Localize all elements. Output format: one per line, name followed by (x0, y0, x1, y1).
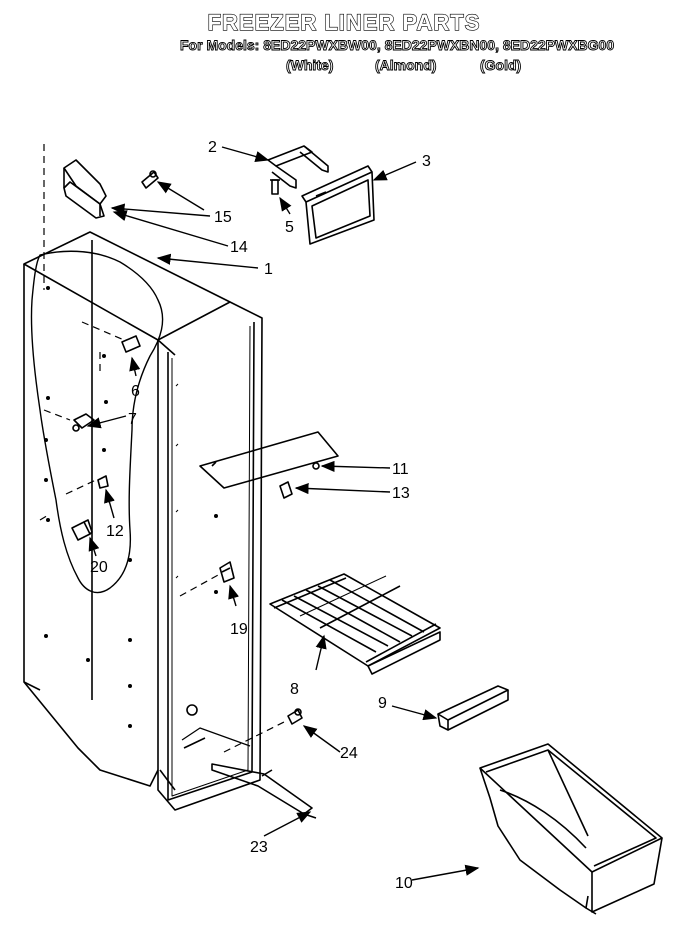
callout-9: 9 (378, 695, 387, 712)
part-20-clip (71, 519, 93, 541)
part-2-bracket (267, 145, 329, 189)
part-24-screw (287, 708, 303, 725)
freezer-liner (23, 231, 263, 811)
page-title: FREEZER LINER PARTS (207, 9, 481, 35)
callout-19: 19 (230, 621, 248, 638)
variant-almond: (Almond) (375, 57, 437, 74)
part-15-screw (141, 170, 159, 189)
callout-3: 3 (422, 153, 431, 170)
callout-5: 5 (285, 219, 294, 236)
callout-24: 24 (340, 745, 358, 762)
models-line: For Models: 8ED22PWXBW00, 8ED22PWXBN00, … (180, 37, 615, 54)
callout-10: 10 (395, 875, 413, 892)
part-10-bin (479, 743, 663, 915)
part-14-bracket (63, 159, 107, 219)
part-11-plate (199, 431, 339, 489)
callout-20: 20 (90, 559, 108, 576)
variant-gold: (Gold) (480, 57, 522, 74)
part-9-rail (437, 685, 509, 731)
callout-14: 14 (230, 239, 248, 256)
part-12-screw (97, 475, 109, 489)
callout-11: 11 (392, 461, 409, 478)
callout-8: 8 (290, 681, 299, 698)
callout-12: 12 (106, 523, 124, 540)
part-8-wire-shelf (269, 573, 441, 675)
part-19-clip (219, 561, 235, 583)
variant-white: (White) (286, 57, 334, 74)
part-13-bracket (279, 481, 293, 499)
callout-15: 15 (214, 209, 232, 226)
callout-7: 7 (128, 411, 137, 428)
callout-13: 13 (392, 485, 410, 502)
callout-23: 23 (250, 839, 268, 856)
part-3-cover (301, 165, 375, 245)
part-5-screw (270, 179, 280, 195)
part-6-clip (121, 335, 141, 353)
callout-1: 1 (264, 261, 273, 278)
callout-2: 2 (208, 139, 217, 156)
callout-6: 6 (131, 383, 140, 400)
part-7-fastener (72, 413, 95, 432)
